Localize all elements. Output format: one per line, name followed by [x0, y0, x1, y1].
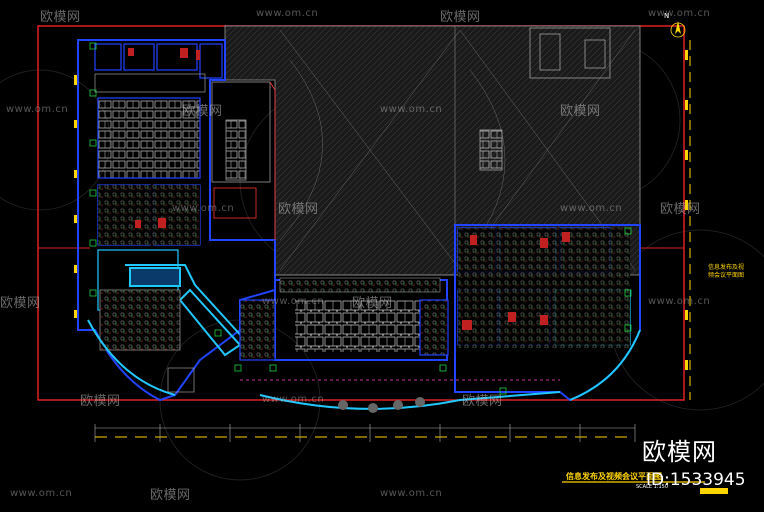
cyan-corridor — [125, 264, 246, 357]
brand-logo-text: 欧模网 — [642, 438, 717, 466]
north-label: N — [664, 12, 670, 20]
document-id: ID:1533945 — [646, 470, 746, 490]
yellow-accents — [74, 50, 688, 370]
top-right-core — [479, 27, 611, 171]
scale-bar — [700, 488, 728, 494]
central-left-column — [211, 81, 276, 240]
side-legend-line: 频会议平面图 — [708, 272, 745, 279]
curved-facade — [259, 391, 561, 410]
left-bottom-area — [99, 289, 195, 393]
scale-text: SCALE 1:150 — [636, 484, 669, 490]
facade-columns — [338, 397, 425, 413]
dimension-line — [94, 424, 636, 442]
column-markers — [89, 42, 632, 395]
side-legend-line: 信息发布及视 — [708, 264, 745, 271]
side-legend: 信息发布及视 频会议平面图 — [708, 264, 748, 280]
left-top-rooms — [94, 43, 223, 93]
north-arrow — [670, 21, 686, 38]
sheet-title: 信息发布及视频会议平面图 — [566, 472, 662, 481]
left-office-desks — [97, 97, 201, 179]
